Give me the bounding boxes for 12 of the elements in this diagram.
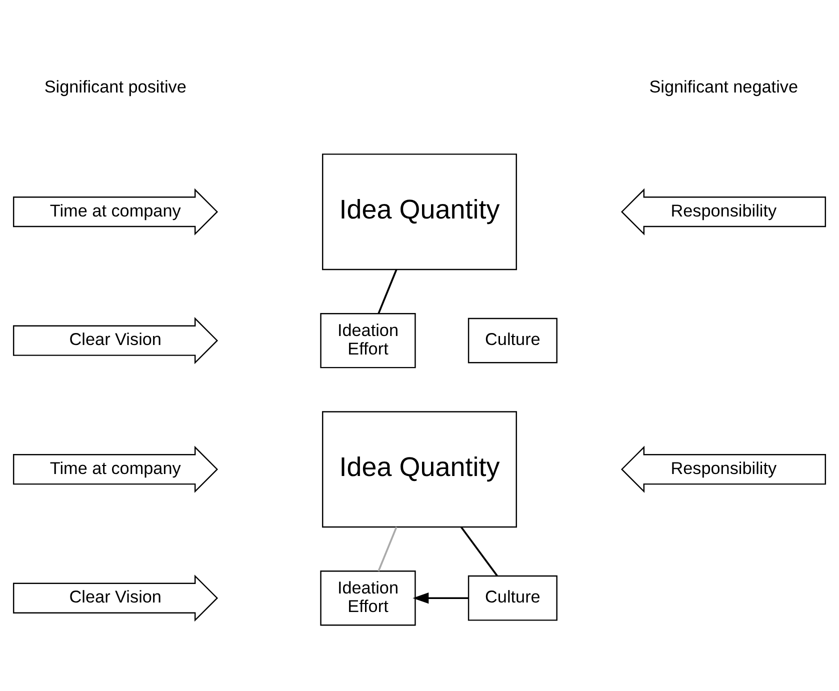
label: Significant positive <box>44 76 186 97</box>
connector <box>378 526 398 572</box>
label: Significant negative <box>649 76 798 97</box>
node-box: Ideation Effort <box>320 570 416 626</box>
connector <box>378 269 398 314</box>
arrow <box>412 592 468 604</box>
node-box: Idea Quantity <box>322 154 517 270</box>
node-box: Culture <box>468 318 558 364</box>
connector <box>460 526 498 576</box>
node-box: Idea Quantity <box>322 411 517 528</box>
node-box: Ideation Effort <box>320 313 416 368</box>
node-box: Culture <box>468 575 558 621</box>
